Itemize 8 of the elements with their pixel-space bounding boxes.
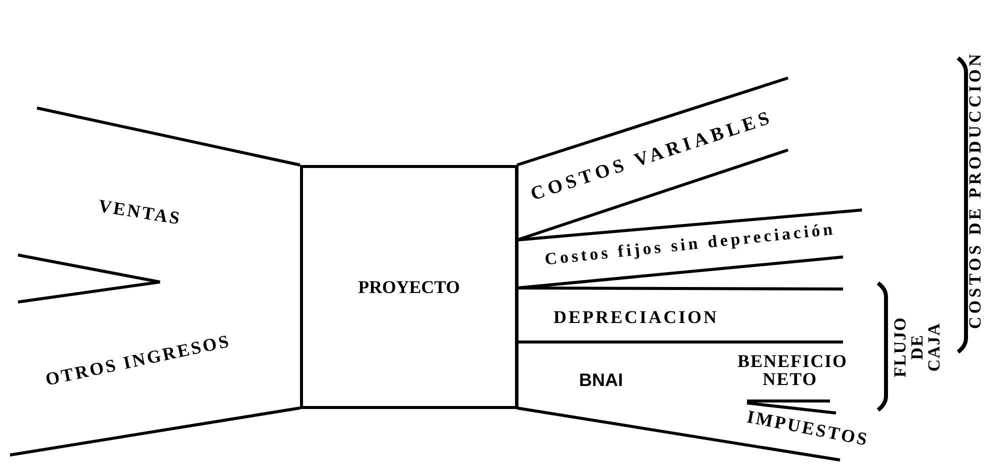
band-label: BNAI — [579, 371, 623, 389]
bracket-label: FLUJO DE CAJA — [892, 316, 942, 380]
band-label: DEPRECIACION — [554, 308, 718, 326]
band-label: VENTAS — [97, 196, 183, 228]
node-label: PROYECTO — [358, 276, 460, 298]
band-label: Costos fijos sin depreciación — [544, 220, 836, 268]
process-box — [300, 165, 518, 409]
bracket-label: COSTOS DE PRODUCCION — [966, 51, 984, 329]
